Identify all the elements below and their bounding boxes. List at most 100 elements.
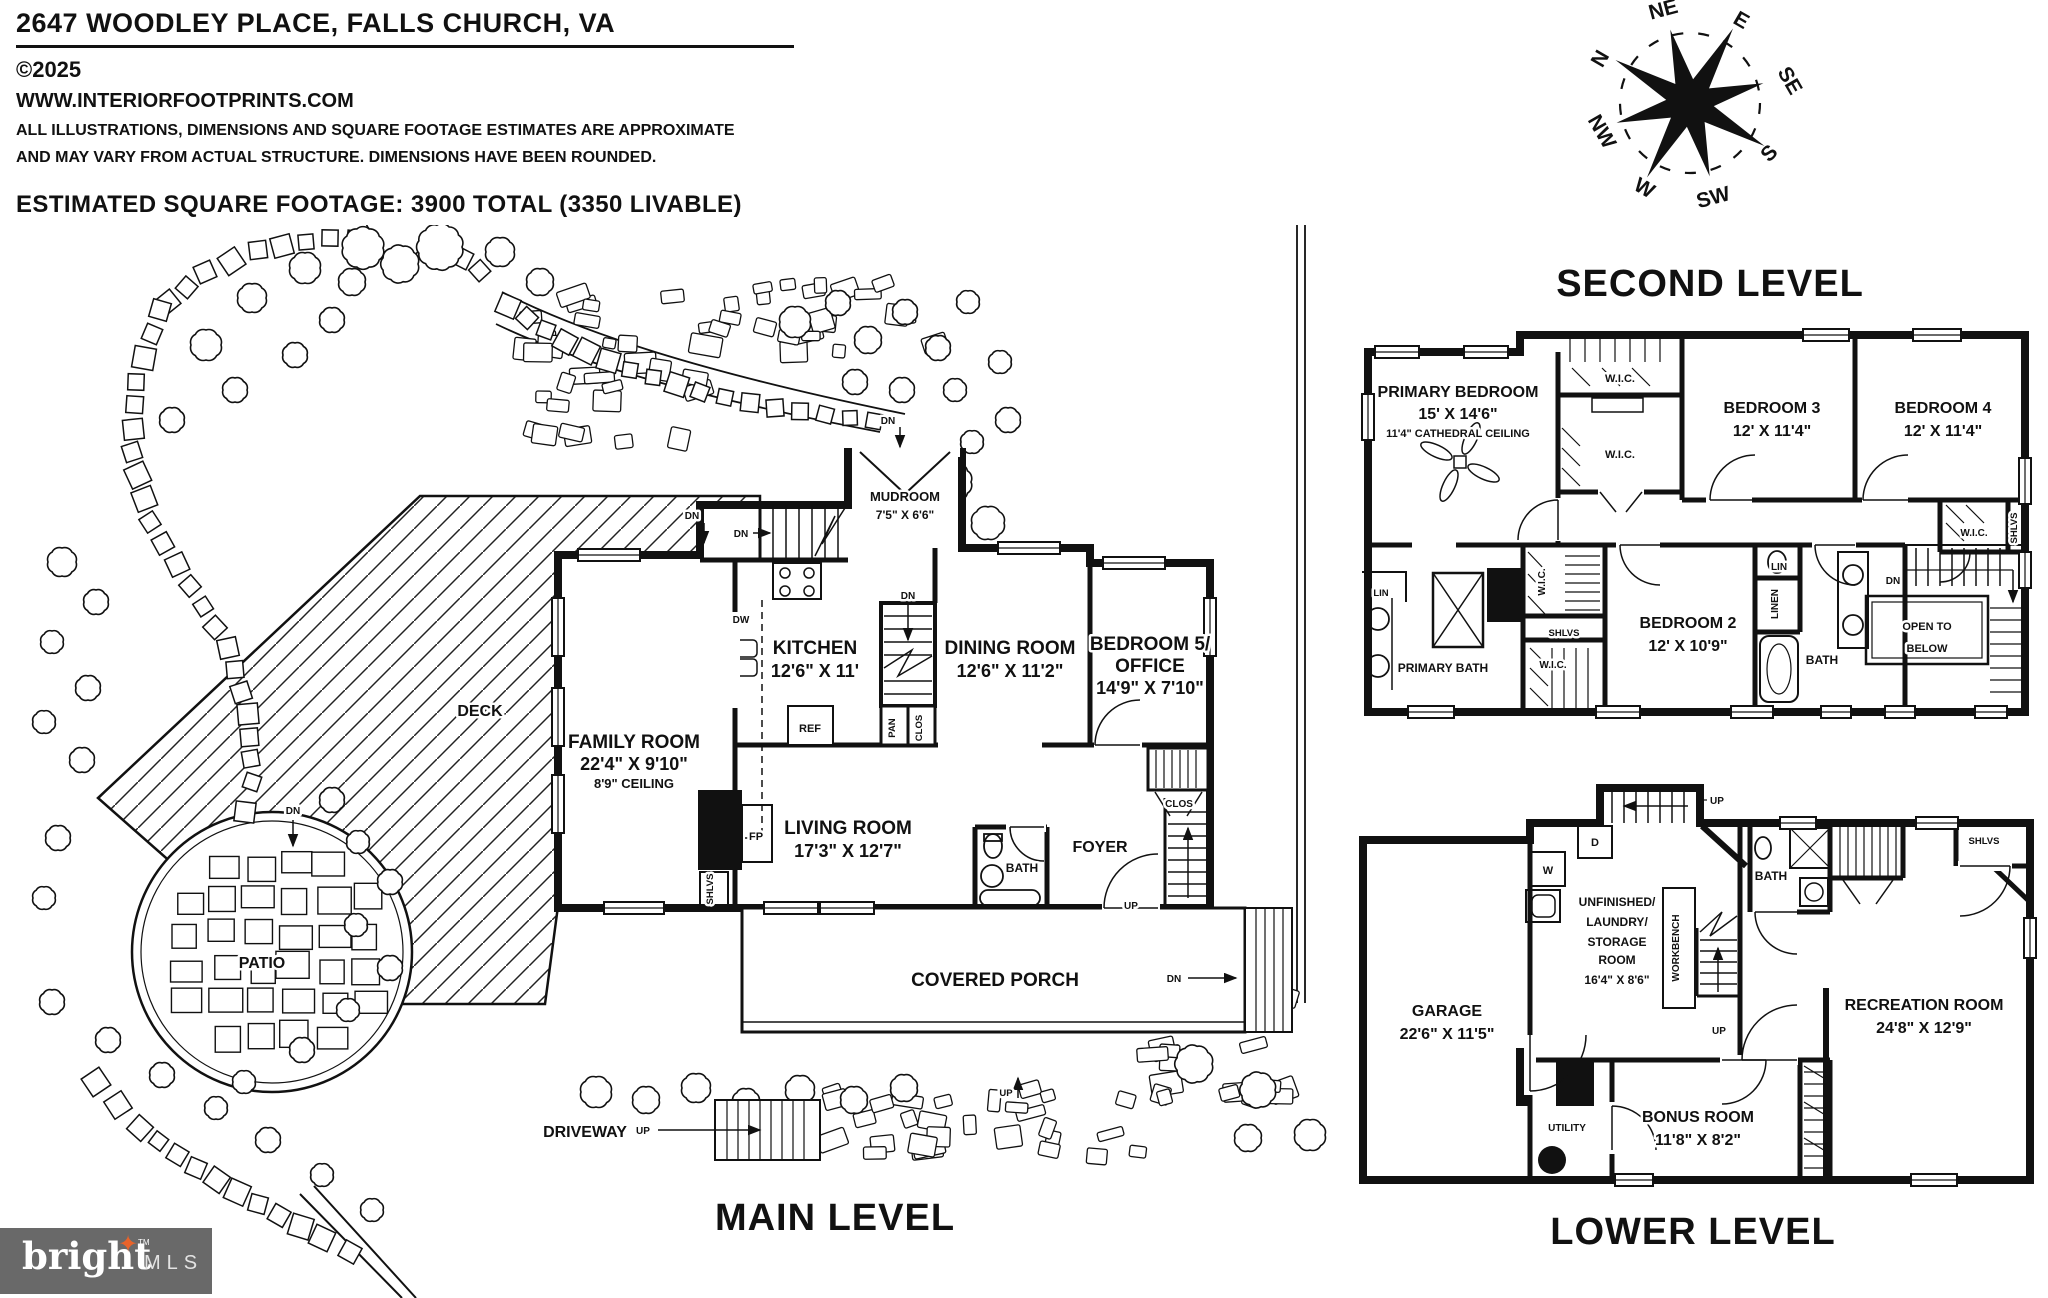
primary-bedroom-dims: 15' X 14'6" [1418,406,1497,423]
kitchen-label: KITCHEN [773,638,857,659]
copyright: ©2025 [16,57,82,82]
bedroom2-label: BEDROOM 2 [1640,615,1737,632]
patio-label: PATIO [239,955,286,972]
washer-icon [1530,851,1566,887]
recreation-room-label: RECREATION ROOM [1845,997,2004,1014]
clos-label: CLOS [914,715,925,741]
main-level-plan: FAMILY ROOM 22'4" X 9'10" 8'9" CEILING K… [31,225,1327,1298]
dn-label: DN [1886,576,1900,587]
logo-tm: TM [138,1238,150,1247]
kitchen-dims: 12'6" X 11' [771,661,859,681]
bonus-room-label: BONUS ROOM [1642,1109,1754,1126]
bedroom3-label: BEDROOM 3 [1724,400,1821,417]
primary-bath-label: PRIMARY BATH [1398,661,1488,675]
up-label: UP [1710,796,1724,807]
compass-rose-icon: N NE E SE S SW W NW [1583,0,1807,213]
living-room-dims: 17'3" X 12'7" [794,841,902,861]
ref-label: REF [799,723,821,735]
laundry-dims: 16'4" X 8'6" [1584,973,1649,987]
bath-lower-label: BATH [1755,869,1787,883]
website: WWW.INTERIORFOOTPRINTS.COM [16,90,354,112]
primary-bedroom-label: PRIMARY BEDROOM [1378,384,1539,401]
landscaping [31,225,1327,1223]
covered-porch [714,906,1293,1161]
shlvs-label: SHLVS [1549,628,1580,639]
compass-ne: NE [1646,0,1680,25]
lin-label: LIN [1373,588,1388,599]
up-label: UP [999,1088,1013,1099]
workbench-label: WORKBENCH [1671,914,1682,981]
bright-mls-logo: bright ✦ TM MLS [0,1228,212,1294]
bedroom4-dims: 12' X 11'4" [1904,423,1982,440]
main-level-title: MAIN LEVEL [715,1197,955,1239]
fp-label: FP [749,831,763,843]
mudroom-label: MUDROOM [870,489,940,504]
compass-nw: NW [1583,111,1621,153]
disclaimer-line-1: ALL ILLUSTRATIONS, DIMENSIONS AND SQUARE… [16,122,735,139]
open-to-below-label: OPEN TO [1902,621,1952,633]
dn-label: DN [881,416,895,427]
open-to-below-label2: BELOW [1907,643,1949,655]
lin-label: LIN [1771,562,1787,573]
deck-label: DECK [457,703,503,720]
compass-e: E [1729,7,1753,34]
pan-label: PAN [887,718,898,737]
sink-icon [980,864,1004,888]
bath-label: BATH [1006,861,1038,875]
lower-level-title: LOWER LEVEL [1550,1211,1835,1253]
square-footage: ESTIMATED SQUARE FOOTAGE: 3900 TOTAL (33… [16,191,742,218]
bedroom5-label2: OFFICE [1115,656,1185,677]
bedroom3-dims: 12' X 11'4" [1733,423,1811,440]
laundry-sink-icon [1525,889,1561,923]
disclaimer-line-2: AND MAY VARY FROM ACTUAL STRUCTURE. DIME… [16,149,657,166]
family-room-dims: 22'4" X 9'10" [580,754,688,774]
logo-brand: bright [22,1234,152,1278]
dn-label: DN [901,591,915,602]
dryer-label: D [1591,837,1599,849]
wic-label: W.I.C. [1960,528,1987,539]
shlvs-label: SHLVS [705,874,716,905]
dn-label: DN [685,511,699,522]
mudroom-dims: 7'5" X 6'6" [876,508,934,522]
dn-label: DN [286,806,300,817]
compass-n: N [1587,46,1615,71]
living-room-label: LIVING ROOM [784,818,912,839]
dn-label: DN [1167,974,1181,985]
up-label: UP [1712,1026,1726,1037]
ceiling-fan-icon [1420,422,1500,502]
tub-icon [979,889,1041,907]
primary-bedroom-ceiling: 11'4" CATHEDRAL CEILING [1386,428,1530,440]
dw-label: DW [733,615,750,626]
bedroom4-label: BEDROOM 4 [1895,400,1992,417]
property-line [1296,225,1306,1003]
dryer-icon [1577,825,1613,859]
garage-label: GARAGE [1412,1003,1483,1020]
water-heater-icon [1538,1146,1566,1174]
laundry-l1: UNFINISHED/ [1579,895,1656,909]
lower-level-plan: GARAGE 22'6" X 11'5" UNFINISHED/ LAUNDRY… [1359,784,2037,1256]
main-house [554,447,1214,912]
dn-label: DN [734,529,748,540]
utility-label: UTILITY [1548,1123,1586,1134]
wic-label: W.I.C. [1539,660,1566,671]
second-level-title: SECOND LEVEL [1556,263,1864,305]
compass-w: W [1630,173,1659,203]
up-label: UP [1124,901,1138,912]
laundry-l3: STORAGE [1587,935,1646,949]
driveway-label: DRIVEWAY [543,1124,627,1141]
second-level-plan: PRIMARY BEDROOM 15' X 14'6" 11'4" CATHED… [1361,261,2032,719]
clos-foyer-label: CLOS [1165,799,1193,810]
compass-se: SE [1773,63,1807,99]
wic-label: W.I.C. [1537,568,1548,595]
shlvs-label: SHLVS [2009,513,2020,544]
wic-label: W.I.C. [1605,449,1635,461]
bedroom2-dims: 12' X 10'9" [1648,638,1727,655]
windows [551,541,1217,915]
washer-label: W [1543,865,1554,877]
shlvs-label: SHLVS [1969,836,2000,847]
bonus-room-dims: 11'8" X 8'2" [1655,1132,1741,1149]
refrigerator-icon [787,705,834,746]
logo-star-icon: ✦ [118,1231,139,1258]
bedroom5-label1: BEDROOM 5/ [1090,634,1211,655]
